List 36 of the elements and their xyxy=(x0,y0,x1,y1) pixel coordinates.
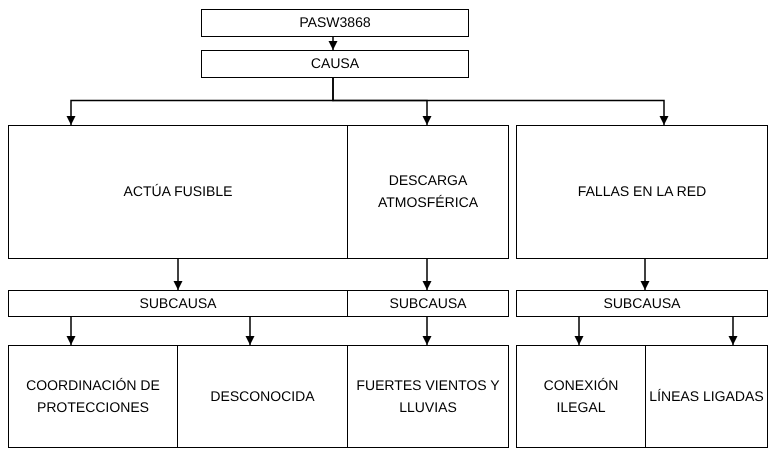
arrow xyxy=(422,259,432,290)
node-label: COORDINACIÓN DE PROTECCIONES xyxy=(25,376,161,416)
node-label: SUBCAUSA xyxy=(138,294,218,313)
process-box xyxy=(201,9,469,37)
process-box xyxy=(516,290,768,317)
arrow xyxy=(728,317,738,345)
node-label: PASW3868 xyxy=(298,13,372,32)
process-box xyxy=(347,290,509,317)
arrow xyxy=(574,317,584,345)
arrow xyxy=(66,317,76,345)
process-box xyxy=(8,290,348,317)
node-label: SUBCAUSA xyxy=(388,294,468,313)
process-box xyxy=(177,345,348,448)
arrow xyxy=(174,259,182,290)
process-box xyxy=(201,50,469,78)
node-label: FALLAS EN LA RED xyxy=(576,182,708,202)
node-label: CONEXIÓN ILEGAL xyxy=(542,376,620,416)
arrow xyxy=(422,317,432,345)
process-box xyxy=(347,345,509,448)
process-box xyxy=(516,125,768,259)
arrow xyxy=(640,259,650,290)
arrow xyxy=(246,317,254,345)
node-label: ACTÚA FUSIBLE xyxy=(122,182,234,202)
arrow xyxy=(332,78,668,125)
node-label: CAUSA xyxy=(310,54,360,74)
node-label: FUERTES VIENTOS Y LLUVIAS xyxy=(355,376,501,416)
arrow xyxy=(328,37,338,50)
process-box xyxy=(645,345,768,448)
process-box xyxy=(516,345,646,448)
node-label: LÍNEAS LIGADAS xyxy=(648,386,765,406)
process-box xyxy=(8,125,348,259)
node-label: SUBCAUSA xyxy=(602,294,682,313)
process-box xyxy=(8,345,178,448)
process-box xyxy=(347,125,509,259)
node-label: DESCARGA ATMOSFÉRICA xyxy=(376,171,480,212)
node-label: DESCONOCIDA xyxy=(209,386,316,406)
